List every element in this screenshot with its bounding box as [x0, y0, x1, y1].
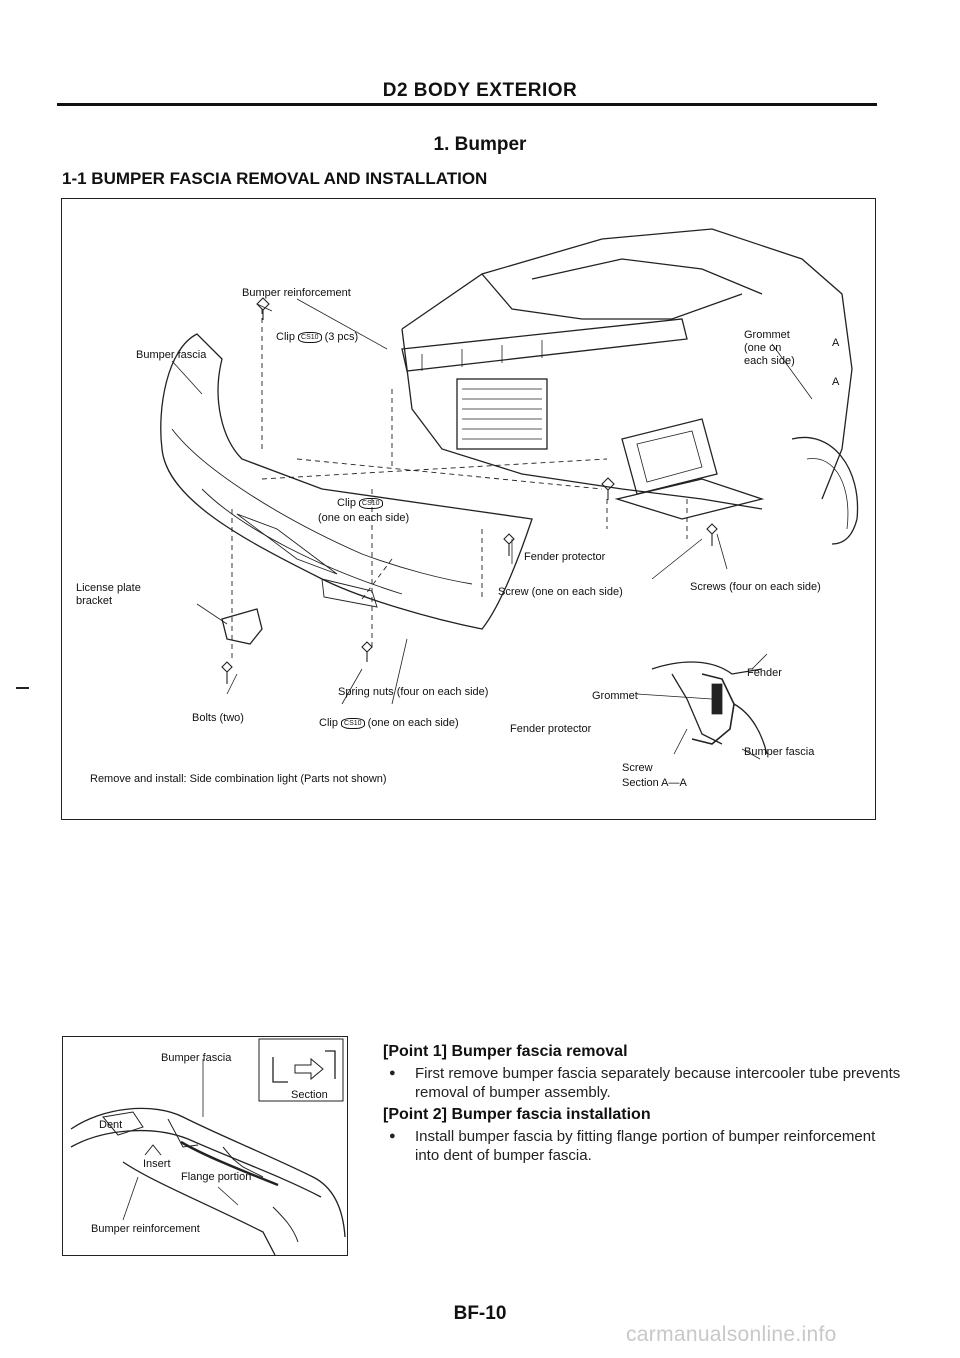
- clip-label-text: Clip: [319, 717, 338, 729]
- section-marker-a-top: A: [832, 337, 840, 349]
- subsection-title: 1-1 BUMPER FASCIA REMOVAL AND INSTALLATI…: [62, 169, 488, 188]
- label-spring-nuts: Spring nuts (four on each side): [338, 686, 489, 698]
- clip-code-icon: CS10: [298, 331, 322, 343]
- label-clip-each-side: Clip CS10: [337, 497, 383, 510]
- bullet-icon: ●: [389, 1130, 396, 1142]
- label-bumper-fascia: Bumper fascia: [136, 349, 207, 361]
- label-grommet-1: Grommet: [744, 329, 790, 341]
- point-2-text: Install bumper fascia by fitting flange …: [415, 1128, 876, 1164]
- label-one-on-each-side: (one on each side): [318, 512, 410, 524]
- clip-qty: (3 pcs): [324, 331, 359, 343]
- fascia-section-drawing: [70, 1038, 346, 1255]
- margin-tick: [16, 687, 29, 689]
- inset-label-bumper-reinforcement: Bumper reinforcement: [91, 1223, 200, 1235]
- label-grommet-3: each side): [744, 355, 795, 367]
- section-aa-fender-protector: Fender protector: [510, 723, 592, 735]
- label-screws-four: Screws (four on each side): [690, 581, 821, 593]
- watermark: carmanualsonline.info: [626, 1323, 837, 1346]
- inset-label-dent: Dent: [99, 1119, 123, 1131]
- clip-qty: (one on each side): [367, 717, 459, 729]
- clip-label-text: Clip: [337, 497, 356, 509]
- label-license-plate-1: License plate: [76, 582, 141, 594]
- label-clip-one-each-side: Clip CS10 (one on each side): [319, 717, 459, 730]
- bumper-exploded-drawing: [160, 228, 859, 760]
- point-1-bullet: ● First remove bumper fascia separately …: [383, 1064, 903, 1102]
- point-2-bullet: ● Install bumper fascia by fitting flang…: [383, 1127, 903, 1165]
- inset-label-section: Section: [291, 1089, 328, 1101]
- inset-label-flange-portion: Flange portion: [181, 1171, 252, 1183]
- inset-label-insert: Insert: [143, 1158, 171, 1170]
- bumper-exploded-diagram: Bumper reinforcement Bumper fascia Clip …: [61, 198, 876, 820]
- point-2-heading: [Point 2] Bumper fascia installation: [383, 1106, 651, 1123]
- header-title: D2 BODY EXTERIOR: [382, 80, 578, 101]
- section-aa-screw: Screw: [622, 762, 653, 774]
- clip-label-text: Clip: [276, 331, 295, 343]
- header-rule: [57, 103, 877, 106]
- label-screw-each-side: Screw (one on each side): [498, 586, 623, 598]
- section-aa-grommet: Grommet: [592, 690, 638, 702]
- label-license-plate-2: bracket: [76, 595, 113, 607]
- inset-label-bumper-fascia: Bumper fascia: [161, 1052, 232, 1064]
- fascia-section-diagram: Bumper fascia Section Dent Insert Flange…: [62, 1036, 348, 1256]
- bullet-icon: ●: [389, 1067, 396, 1079]
- label-clip-3pcs: Clip CS10 (3 pcs): [276, 331, 358, 344]
- point-1-text: First remove bumper fascia separately be…: [415, 1065, 901, 1101]
- remove-install-note: Remove and install: Side combination lig…: [90, 773, 387, 785]
- label-grommet-2: (one on: [744, 342, 782, 354]
- point-1-heading: [Point 1] Bumper fascia removal: [383, 1043, 628, 1060]
- section-aa-bumper-fascia: Bumper fascia: [744, 746, 815, 758]
- section-marker-a-bottom: A: [832, 376, 840, 388]
- section-title: 1. Bumper: [433, 134, 527, 155]
- clip-code-icon: CS10: [359, 497, 383, 509]
- label-fender-protector: Fender protector: [524, 551, 606, 563]
- clip-code-icon: CS10: [341, 717, 365, 729]
- section-aa-fender: Fender: [747, 667, 782, 679]
- points-text: [Point 1] Bumper fascia removal ● First …: [383, 1043, 903, 1169]
- label-bumper-reinforcement: Bumper reinforcement: [242, 287, 351, 299]
- page-number: BF-10: [453, 1303, 507, 1324]
- section-aa-caption: Section A—A: [622, 777, 687, 789]
- label-bolts-two: Bolts (two): [192, 712, 244, 724]
